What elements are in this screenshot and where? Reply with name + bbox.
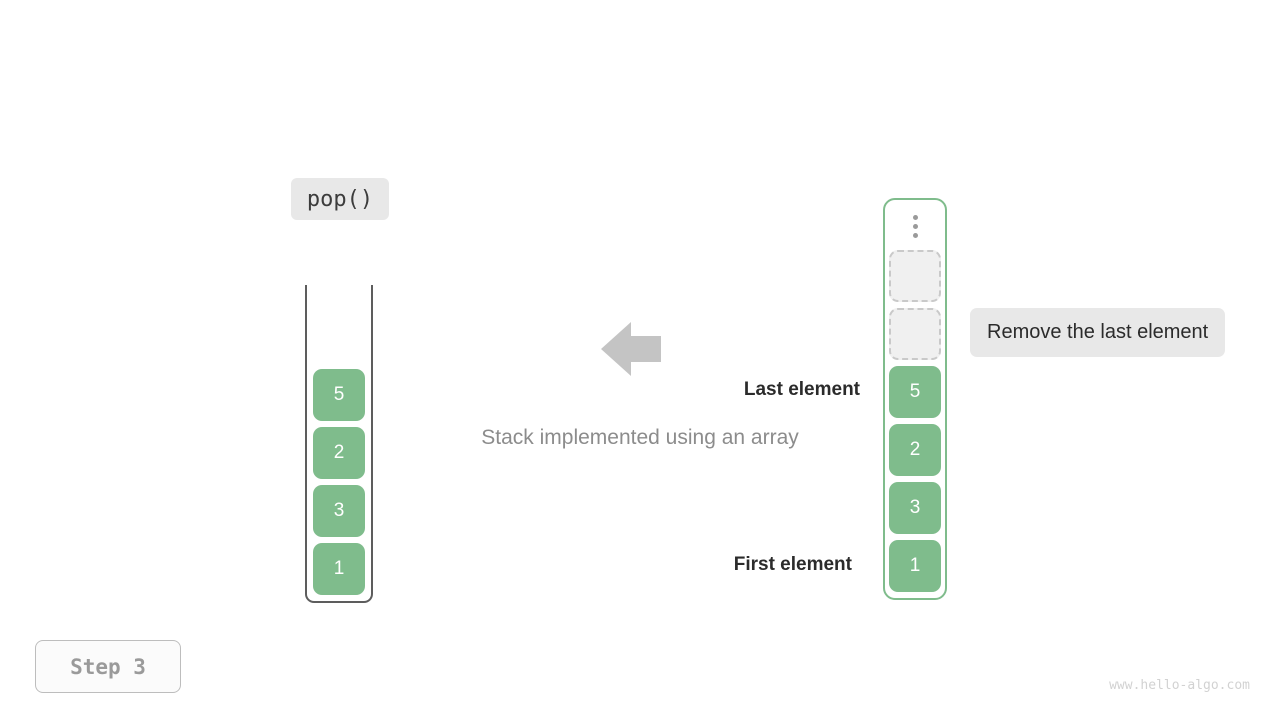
step-badge: Step 3 <box>35 640 181 693</box>
stack-empty-slot <box>889 308 941 360</box>
array-cell-list: 1 3 2 5 <box>313 369 365 595</box>
arrow-left-icon <box>601 318 661 380</box>
array-cell: 1 <box>313 543 365 595</box>
ellipsis-dot <box>912 214 918 220</box>
array-cell: 2 <box>313 427 365 479</box>
array-cell: 5 <box>313 369 365 421</box>
ellipsis-dot <box>912 232 918 238</box>
annotation-last-element: Last element <box>743 379 860 400</box>
watermark: www.hello-algo.com <box>1109 678 1250 693</box>
stack-cell: 3 <box>889 482 941 534</box>
stack-cell: 1 <box>889 540 941 592</box>
array-container-frame <box>305 285 373 603</box>
array-cell: 3 <box>313 485 365 537</box>
array-container: 1 3 2 5 <box>305 285 373 603</box>
stack-cell: 2 <box>889 424 941 476</box>
vertical-ellipsis-icon <box>885 208 945 244</box>
stack-empty-slot <box>889 250 941 302</box>
info-chip-remove-last-element: Remove the last element <box>970 308 1226 357</box>
stack-cell: 5 <box>889 366 941 418</box>
stack-container: 1 3 2 5 <box>883 198 947 600</box>
ellipsis-dot <box>912 223 918 229</box>
diagram-caption: Stack implemented using an array <box>481 426 799 449</box>
stack-cell-list: 1 3 2 5 <box>889 250 941 592</box>
annotation-first-element: First element <box>733 554 852 575</box>
operation-chip-pop: pop() <box>291 178 389 220</box>
